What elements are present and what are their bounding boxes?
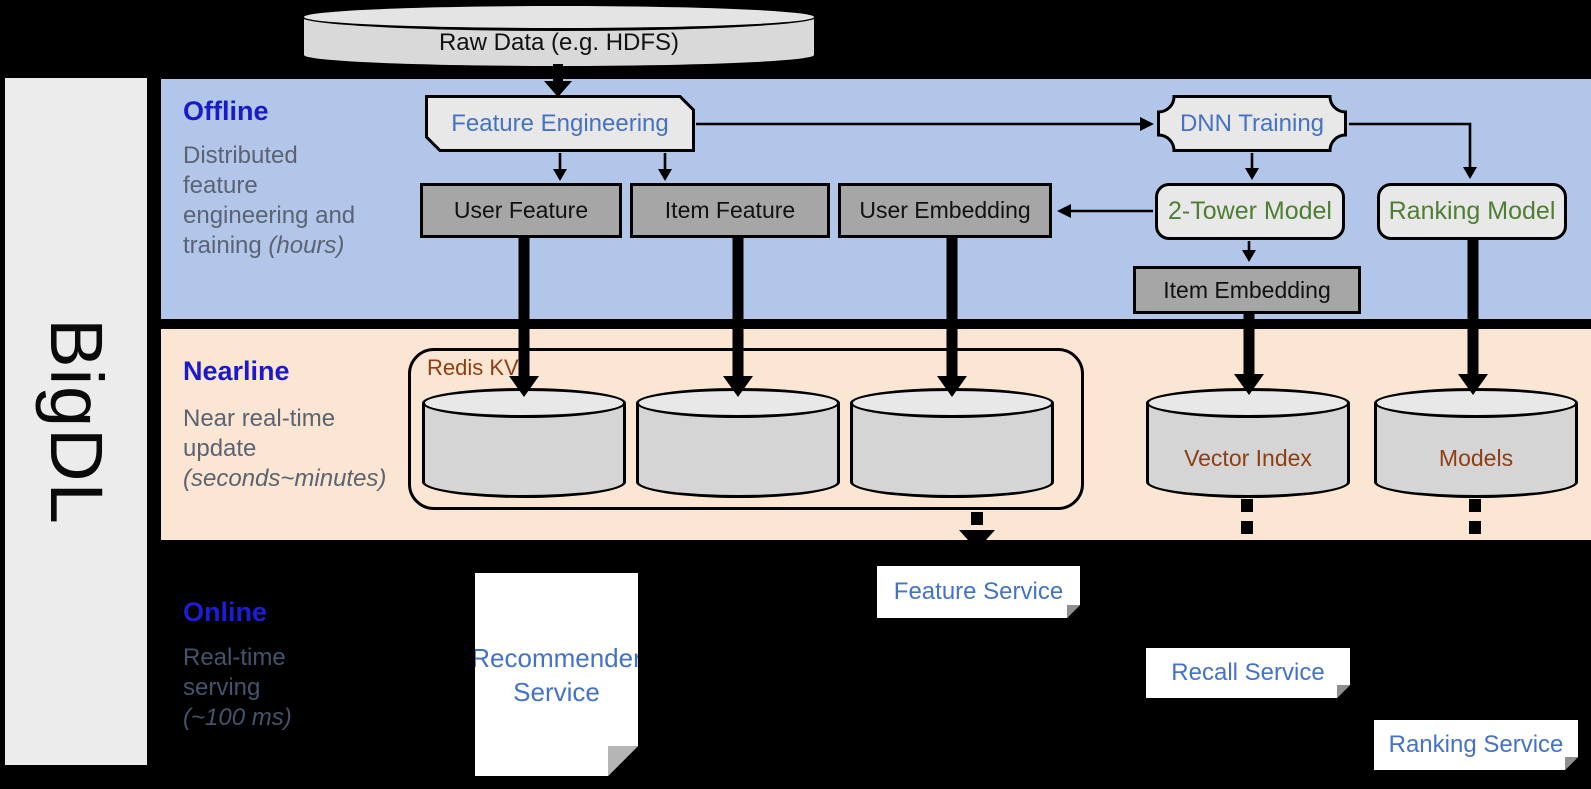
offline-band-description: Distributed feature engineering and trai… (183, 141, 355, 261)
feature-service-label: Feature Service (893, 578, 1064, 605)
cylinder-top (301, 3, 817, 31)
user-embedding-node: User Embedding (838, 183, 1052, 238)
card-shape (425, 95, 695, 152)
models-store: Models (1374, 388, 1578, 498)
description-italic-text: (seconds~minutes) (183, 465, 387, 492)
description-line: feature (183, 172, 258, 199)
item-feature-node: Item Feature (630, 183, 830, 238)
cylinder-body (1374, 403, 1578, 498)
cylinder-top (1146, 388, 1350, 418)
ranking-model-label: Ranking Model (1388, 197, 1556, 225)
recall-service-label: Recall Service (1171, 659, 1325, 686)
folded-corner-icon (1067, 605, 1080, 618)
feature-service-node: Feature Service (877, 566, 1080, 618)
online-band-description: Real-time serving (~100 ms) (183, 643, 292, 733)
cylinder-top (850, 388, 1054, 418)
description-line: serving (183, 674, 261, 701)
ranking-service-node: Ranking Service (1374, 720, 1578, 770)
nearline-band-description: Near real-time update (seconds~minutes) (183, 404, 386, 494)
online-band-label: Online (183, 597, 268, 627)
redis-store-cylinder-3 (850, 388, 1054, 498)
two-tower-model-label: 2-Tower Model (1168, 197, 1332, 225)
description-line: Distributed (183, 142, 298, 169)
feature-engineering-label: Feature Engineering (451, 109, 669, 137)
user-feature-label: User Feature (453, 197, 589, 223)
cylinder-body (1146, 403, 1350, 498)
feature-engineering-node: Feature Engineering (425, 95, 695, 152)
item-embedding-label: Item Embedding (1163, 276, 1331, 303)
redis-store-cylinder-1 (422, 388, 626, 498)
cylinder-top (422, 388, 626, 418)
redis-kv-label: Redis KV (427, 355, 519, 380)
cylinder-body (636, 403, 840, 498)
dnn-training-label: DNN Training (1179, 109, 1325, 137)
cylinder-body (850, 403, 1054, 498)
offline-band-label: Offline (183, 96, 269, 126)
description-line: Real-time (183, 644, 286, 671)
item-feature-label: Item Feature (664, 197, 796, 223)
description-line: (seconds~minutes) (183, 464, 386, 494)
ranking-service-label: Ranking Service (1388, 731, 1564, 758)
description-line: engineering and (183, 202, 356, 229)
plaque-shape (1157, 95, 1347, 152)
description-italic-text: (hours) (268, 232, 345, 259)
models-label: Models (1438, 444, 1514, 471)
nearline-band-label: Nearline (183, 356, 290, 386)
folded-corner-icon (608, 746, 638, 776)
bigdl-brand-label: BigDL (34, 318, 118, 525)
description-line: training (hours) (183, 231, 355, 261)
description-line: (~100 ms) (183, 703, 292, 733)
description-line: Near real-time (183, 405, 336, 432)
description-text: training (183, 232, 269, 259)
recommender-service-node: Recommender Service (475, 573, 638, 776)
two-tower-model-node: 2-Tower Model (1155, 183, 1345, 240)
cylinder-top (636, 388, 840, 418)
bigdl-sidebar: BigDL (5, 78, 147, 765)
redis-store-cylinder-2 (636, 388, 840, 498)
item-embedding-node: Item Embedding (1133, 266, 1361, 314)
recall-service-node: Recall Service (1146, 648, 1350, 698)
raw-data-label: Raw Data (e.g. HDFS) (438, 29, 680, 56)
redis-kv-container: Redis KV (408, 348, 1084, 510)
cylinder-top (1374, 388, 1578, 418)
dnn-training-node: DNN Training (1157, 95, 1347, 152)
cylinder-body (422, 403, 626, 498)
ranking-model-node: Ranking Model (1377, 183, 1567, 240)
recommender-service-label: Recommender Service (471, 642, 642, 707)
vector-index-store: Vector Index (1146, 388, 1350, 498)
vector-index-label: Vector Index (1184, 444, 1312, 471)
folded-corner-icon (1565, 757, 1578, 770)
folded-corner-icon (1337, 685, 1350, 698)
description-line: update (183, 435, 257, 462)
user-embedding-label: User Embedding (859, 197, 1031, 223)
raw-data-store: Raw Data (e.g. HDFS) (301, 3, 817, 69)
description-italic-text: (~100 ms) (183, 704, 292, 731)
user-feature-node: User Feature (420, 183, 622, 238)
